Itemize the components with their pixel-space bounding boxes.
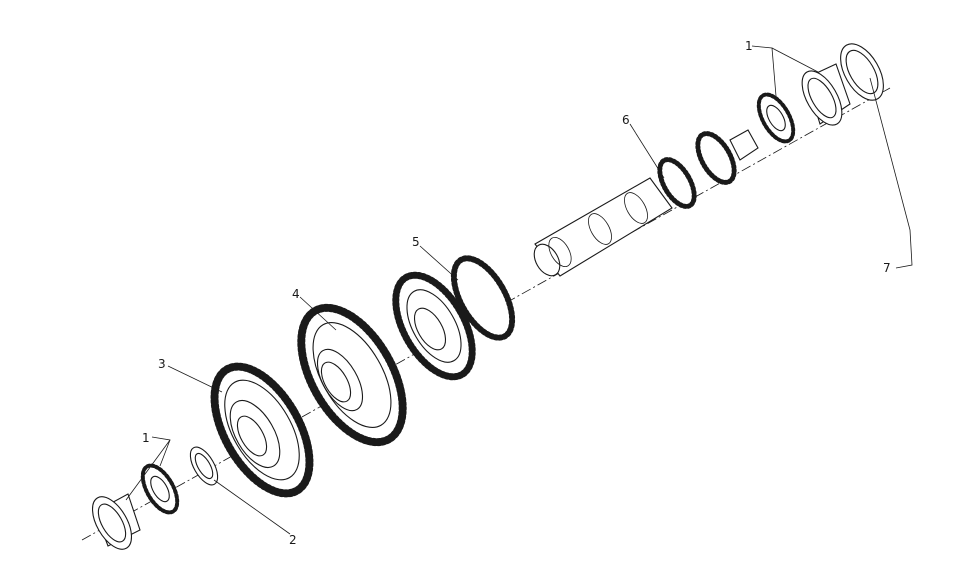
leader-lines	[125, 45, 913, 535]
part-1-bottom-bearing	[91, 463, 180, 550]
callout-3: 3	[158, 357, 166, 371]
part-5-double-gear	[392, 255, 516, 381]
part-4-gear	[297, 303, 407, 447]
callout-7: 7	[883, 261, 891, 275]
part-1-top-bearing	[756, 63, 851, 144]
callout-4: 4	[292, 287, 300, 301]
callout-1-top: 1	[745, 39, 753, 53]
callout-2: 2	[289, 533, 297, 547]
callout-5: 5	[412, 235, 420, 249]
part-3-gear	[210, 362, 314, 498]
part-2-spacer	[189, 446, 219, 486]
callout-labels: 1 1 2 3 4 5 6 7	[142, 39, 891, 547]
callout-1-bottom: 1	[142, 431, 150, 445]
callout-6: 6	[622, 113, 630, 127]
part-6-shaft	[533, 129, 759, 277]
part-7-washer	[840, 43, 884, 101]
